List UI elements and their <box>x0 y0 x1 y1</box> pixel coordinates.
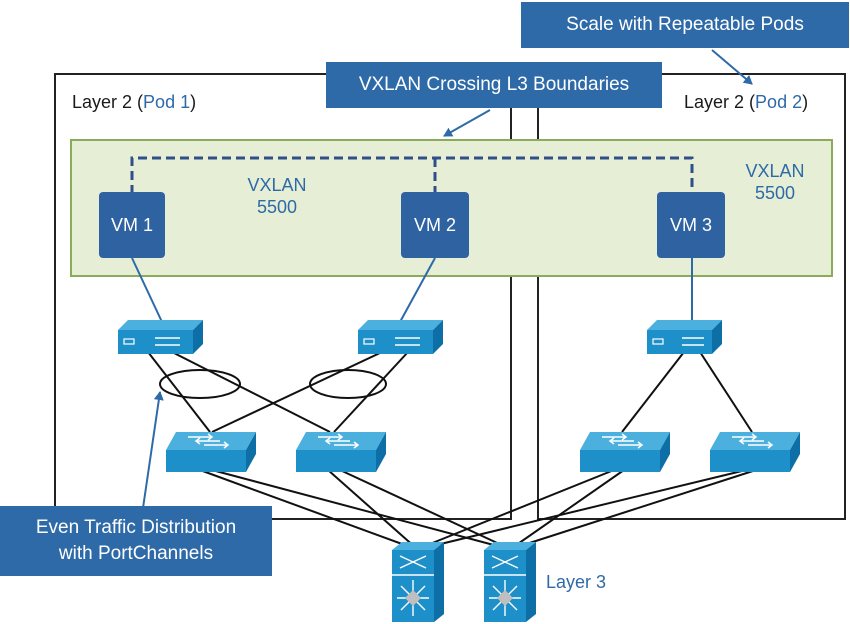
access-aggregation-links <box>147 351 753 433</box>
scale-pods-callout: Scale with Repeatable Pods <box>521 2 849 48</box>
vm-2-node: VM 2 <box>401 192 469 258</box>
vm-3-node: VM 3 <box>657 192 725 258</box>
pod-1-prefix: Layer 2 ( <box>72 92 144 112</box>
even-traffic-callout: Even Traffic Distribution with PortChann… <box>0 506 272 576</box>
arrow-to-pod-2 <box>711 49 753 85</box>
pod-1-boundary <box>54 73 512 520</box>
vm-1-node: VM 1 <box>99 192 165 258</box>
vm2-uplink <box>399 257 436 323</box>
pod-2-boundary <box>537 73 846 520</box>
pod-1-name: Pod 1 <box>143 92 191 112</box>
layer3-core-switch-icon <box>392 542 444 622</box>
layer3-core-switch-icon <box>484 542 536 622</box>
aggregation-switch-icon <box>710 432 800 472</box>
access-switch-icon <box>358 320 443 354</box>
vxlan-crossing-callout: VXLAN Crossing L3 Boundaries <box>326 62 662 108</box>
pod-1-label: Layer 2 (Pod 1) <box>72 92 196 113</box>
pod-2-suffix: ) <box>802 92 809 112</box>
access-switch-icon <box>647 320 722 354</box>
vxlan-tunnel-dashed <box>130 156 694 194</box>
vxlan-label-pod1: VXLAN 5500 <box>247 175 307 217</box>
aggregation-switch-icon <box>296 432 386 472</box>
vm-uplinks <box>131 257 693 323</box>
arrow-to-portchannel <box>142 391 164 509</box>
vm1-uplink <box>131 257 163 323</box>
access-switch-icon <box>118 320 203 354</box>
portchannel-ellipse-left <box>159 369 241 399</box>
pod-2-prefix: Layer 2 ( <box>684 92 756 112</box>
arrow-to-vxlan-band <box>443 109 491 137</box>
aggregation-switch-icon <box>166 432 256 472</box>
layer3-label: Layer 3 <box>546 572 607 592</box>
portchannel-ellipse-right <box>309 369 387 399</box>
aggregation-switch-icon <box>580 432 670 472</box>
pod-1-suffix: ) <box>190 92 197 112</box>
vxlan-label-pod2: VXLAN 5500 <box>745 161 805 203</box>
aggregation-core-links <box>199 469 757 549</box>
pod-2-name: Pod 2 <box>755 92 803 112</box>
pod-2-label: Layer 2 (Pod 2) <box>684 92 808 113</box>
